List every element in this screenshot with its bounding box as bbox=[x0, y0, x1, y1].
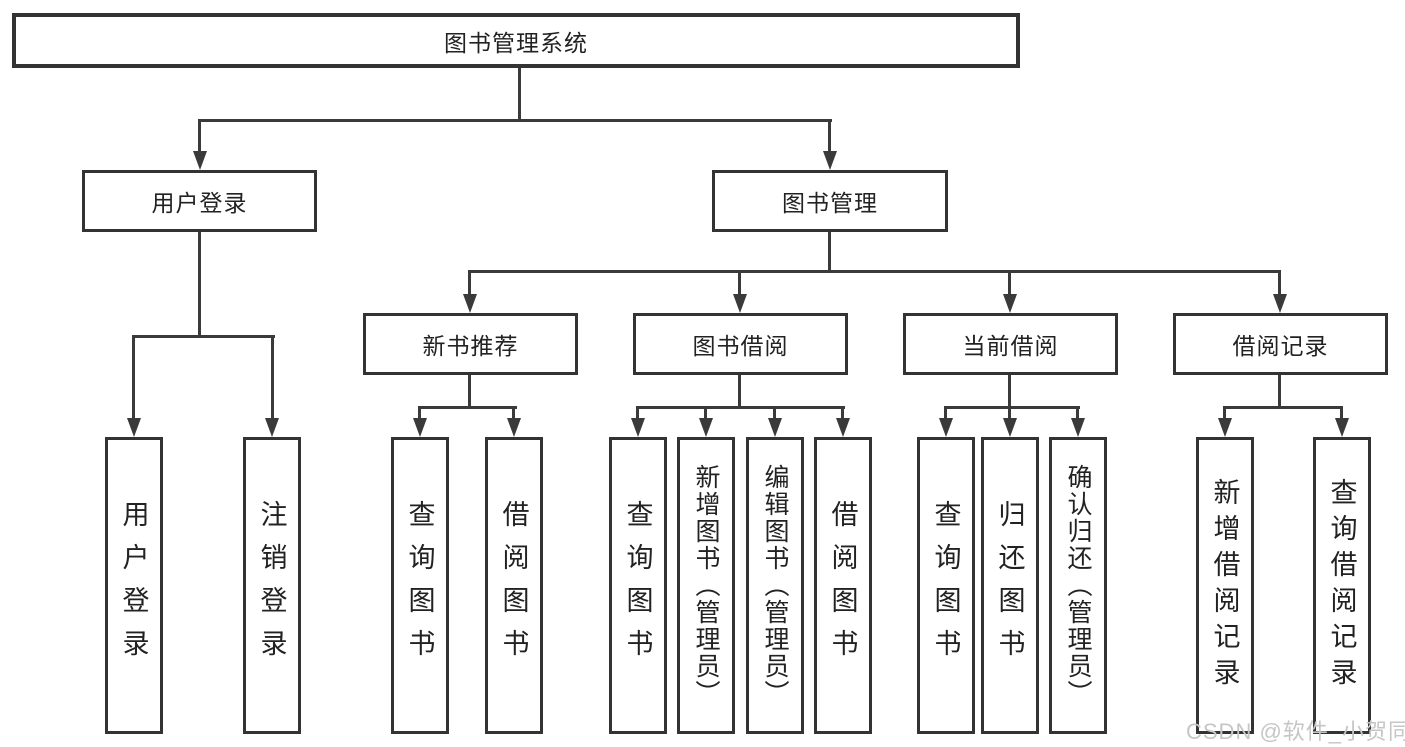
arrow-down-leaf-borrow-books-2 bbox=[836, 418, 850, 437]
node-book-borrow-label: 图书借阅 bbox=[692, 333, 789, 359]
leaf-query-borrow-record-label: 查询借阅记录 bbox=[1326, 477, 1357, 694]
arrow-down-leaf-borrow-books-1 bbox=[507, 418, 521, 437]
node-user-login-label: 用户登录 bbox=[151, 190, 248, 216]
leaf-add-book-admin-label: 新增图书（管理员） bbox=[692, 464, 720, 707]
connector-new-book-recommend-stem bbox=[468, 375, 471, 409]
leaf-borrow-books-2: 借阅图书 bbox=[814, 437, 872, 734]
connector-book-borrow-split bbox=[636, 406, 845, 409]
leaf-user-login-label: 用户登录 bbox=[118, 499, 149, 672]
leaf-return-books-label: 归还图书 bbox=[994, 499, 1025, 672]
arrow-down-new-book-recommend bbox=[463, 294, 477, 313]
connector-book-management-split bbox=[468, 270, 1281, 273]
connector-to-leaf-confirm-return bbox=[1076, 406, 1079, 420]
arrow-down-leaf-add-book bbox=[699, 418, 713, 437]
leaf-logout: 注销登录 bbox=[243, 437, 301, 734]
connector-borrow-records-stem bbox=[1278, 375, 1281, 409]
leaf-edit-book-admin-label: 编辑图书（管理员） bbox=[761, 464, 789, 707]
leaf-add-borrow-record-label: 新增借阅记录 bbox=[1209, 477, 1240, 694]
connector-root-split bbox=[198, 119, 832, 122]
node-library-management-system-label: 图书管理系统 bbox=[444, 29, 588, 56]
leaf-borrow-books-2-label: 借阅图书 bbox=[827, 499, 858, 672]
leaf-add-book-admin: 新增图书（管理员） bbox=[677, 437, 735, 734]
connector-new-book-recommend-split bbox=[418, 406, 517, 409]
connector-borrow-records-split bbox=[1223, 406, 1342, 409]
connector-to-leaf-borrow-books-2 bbox=[841, 406, 844, 420]
arrow-down-leaf-query-books-1 bbox=[413, 418, 427, 437]
arrow-down-leaf-query-books-2 bbox=[631, 418, 645, 437]
arrow-down-book-management bbox=[823, 151, 837, 170]
node-book-management: 图书管理 bbox=[712, 170, 948, 232]
arrow-down-leaf-edit-book bbox=[768, 418, 782, 437]
connector-to-leaf-borrow-books-1 bbox=[512, 406, 515, 420]
leaf-query-books-3: 查询图书 bbox=[917, 437, 975, 734]
arrow-down-leaf-query-books-3 bbox=[939, 418, 953, 437]
arrow-down-leaf-query-borrow-record bbox=[1335, 418, 1349, 437]
connector-to-user-login bbox=[198, 119, 201, 155]
connector-book-borrow-stem bbox=[738, 375, 741, 409]
arrow-down-user-login bbox=[193, 151, 207, 170]
leaf-query-books-2: 查询图书 bbox=[609, 437, 667, 734]
node-book-borrow: 图书借阅 bbox=[633, 313, 848, 375]
connector-book-management-stem bbox=[828, 232, 831, 273]
leaf-confirm-return-admin: 确认归还（管理员） bbox=[1049, 437, 1107, 734]
connector-to-new-book-recommend bbox=[468, 270, 471, 297]
node-user-login: 用户登录 bbox=[82, 170, 317, 232]
leaf-confirm-return-admin-label: 确认归还（管理员） bbox=[1064, 464, 1092, 707]
node-new-book-recommend: 新书推荐 bbox=[363, 313, 578, 375]
arrow-down-leaf-user-login bbox=[127, 418, 141, 437]
arrow-down-leaf-confirm-return bbox=[1071, 418, 1085, 437]
connector-user-login-stem bbox=[198, 232, 201, 338]
arrow-down-current-borrow bbox=[1003, 294, 1017, 313]
leaf-borrow-books-1: 借阅图书 bbox=[485, 437, 543, 734]
connector-to-leaf-logout bbox=[271, 335, 274, 421]
connector-to-leaf-query-books-1 bbox=[418, 406, 421, 420]
leaf-borrow-books-1-label: 借阅图书 bbox=[498, 499, 529, 672]
arrow-down-leaf-logout bbox=[265, 418, 279, 437]
connector-to-leaf-edit-book bbox=[773, 406, 776, 420]
connector-current-borrow-split bbox=[944, 406, 1080, 409]
connector-to-leaf-query-books-2 bbox=[636, 406, 639, 420]
arrow-down-borrow-records bbox=[1273, 294, 1287, 313]
connector-to-borrow-records bbox=[1278, 270, 1281, 297]
node-library-management-system: 图书管理系统 bbox=[12, 13, 1020, 68]
leaf-user-login: 用户登录 bbox=[105, 437, 163, 734]
leaf-edit-book-admin: 编辑图书（管理员） bbox=[746, 437, 804, 734]
leaf-query-books-1: 查询图书 bbox=[391, 437, 449, 734]
connector-current-borrow-stem bbox=[1008, 375, 1011, 409]
csdn-watermark: CSDN @软件_小贺同学 bbox=[1186, 719, 1405, 744]
connector-to-book-management bbox=[828, 119, 831, 155]
connector-to-current-borrow bbox=[1008, 270, 1011, 297]
connector-to-leaf-query-books-3 bbox=[944, 406, 947, 420]
arrow-down-leaf-add-borrow-record bbox=[1218, 418, 1232, 437]
leaf-query-books-1-label: 查询图书 bbox=[404, 499, 435, 672]
node-new-book-recommend-label: 新书推荐 bbox=[422, 333, 519, 359]
connector-user-login-split bbox=[132, 335, 275, 338]
leaf-logout-label: 注销登录 bbox=[256, 499, 287, 672]
node-borrow-records-label: 借阅记录 bbox=[1232, 333, 1329, 359]
leaf-query-books-2-label: 查询图书 bbox=[622, 499, 653, 672]
arrow-down-book-borrow bbox=[733, 294, 747, 313]
connector-to-book-borrow bbox=[738, 270, 741, 297]
leaf-query-borrow-record: 查询借阅记录 bbox=[1313, 437, 1371, 734]
arrow-down-leaf-return-books bbox=[1003, 418, 1017, 437]
leaf-return-books: 归还图书 bbox=[981, 437, 1039, 734]
connector-to-leaf-user-login bbox=[132, 335, 135, 421]
node-current-borrow-label: 当前借阅 bbox=[962, 333, 1059, 359]
connector-to-leaf-query-borrow-record bbox=[1340, 406, 1343, 420]
node-current-borrow: 当前借阅 bbox=[903, 313, 1118, 375]
leaf-query-books-3-label: 查询图书 bbox=[930, 499, 961, 672]
leaf-add-borrow-record: 新增借阅记录 bbox=[1196, 437, 1254, 734]
node-book-management-label: 图书管理 bbox=[782, 190, 878, 216]
connector-root-stem bbox=[518, 68, 521, 122]
node-borrow-records: 借阅记录 bbox=[1173, 313, 1388, 375]
connector-to-leaf-add-borrow-record bbox=[1223, 406, 1226, 420]
connector-to-leaf-return-books bbox=[1008, 406, 1011, 420]
connector-to-leaf-add-book bbox=[704, 406, 707, 420]
